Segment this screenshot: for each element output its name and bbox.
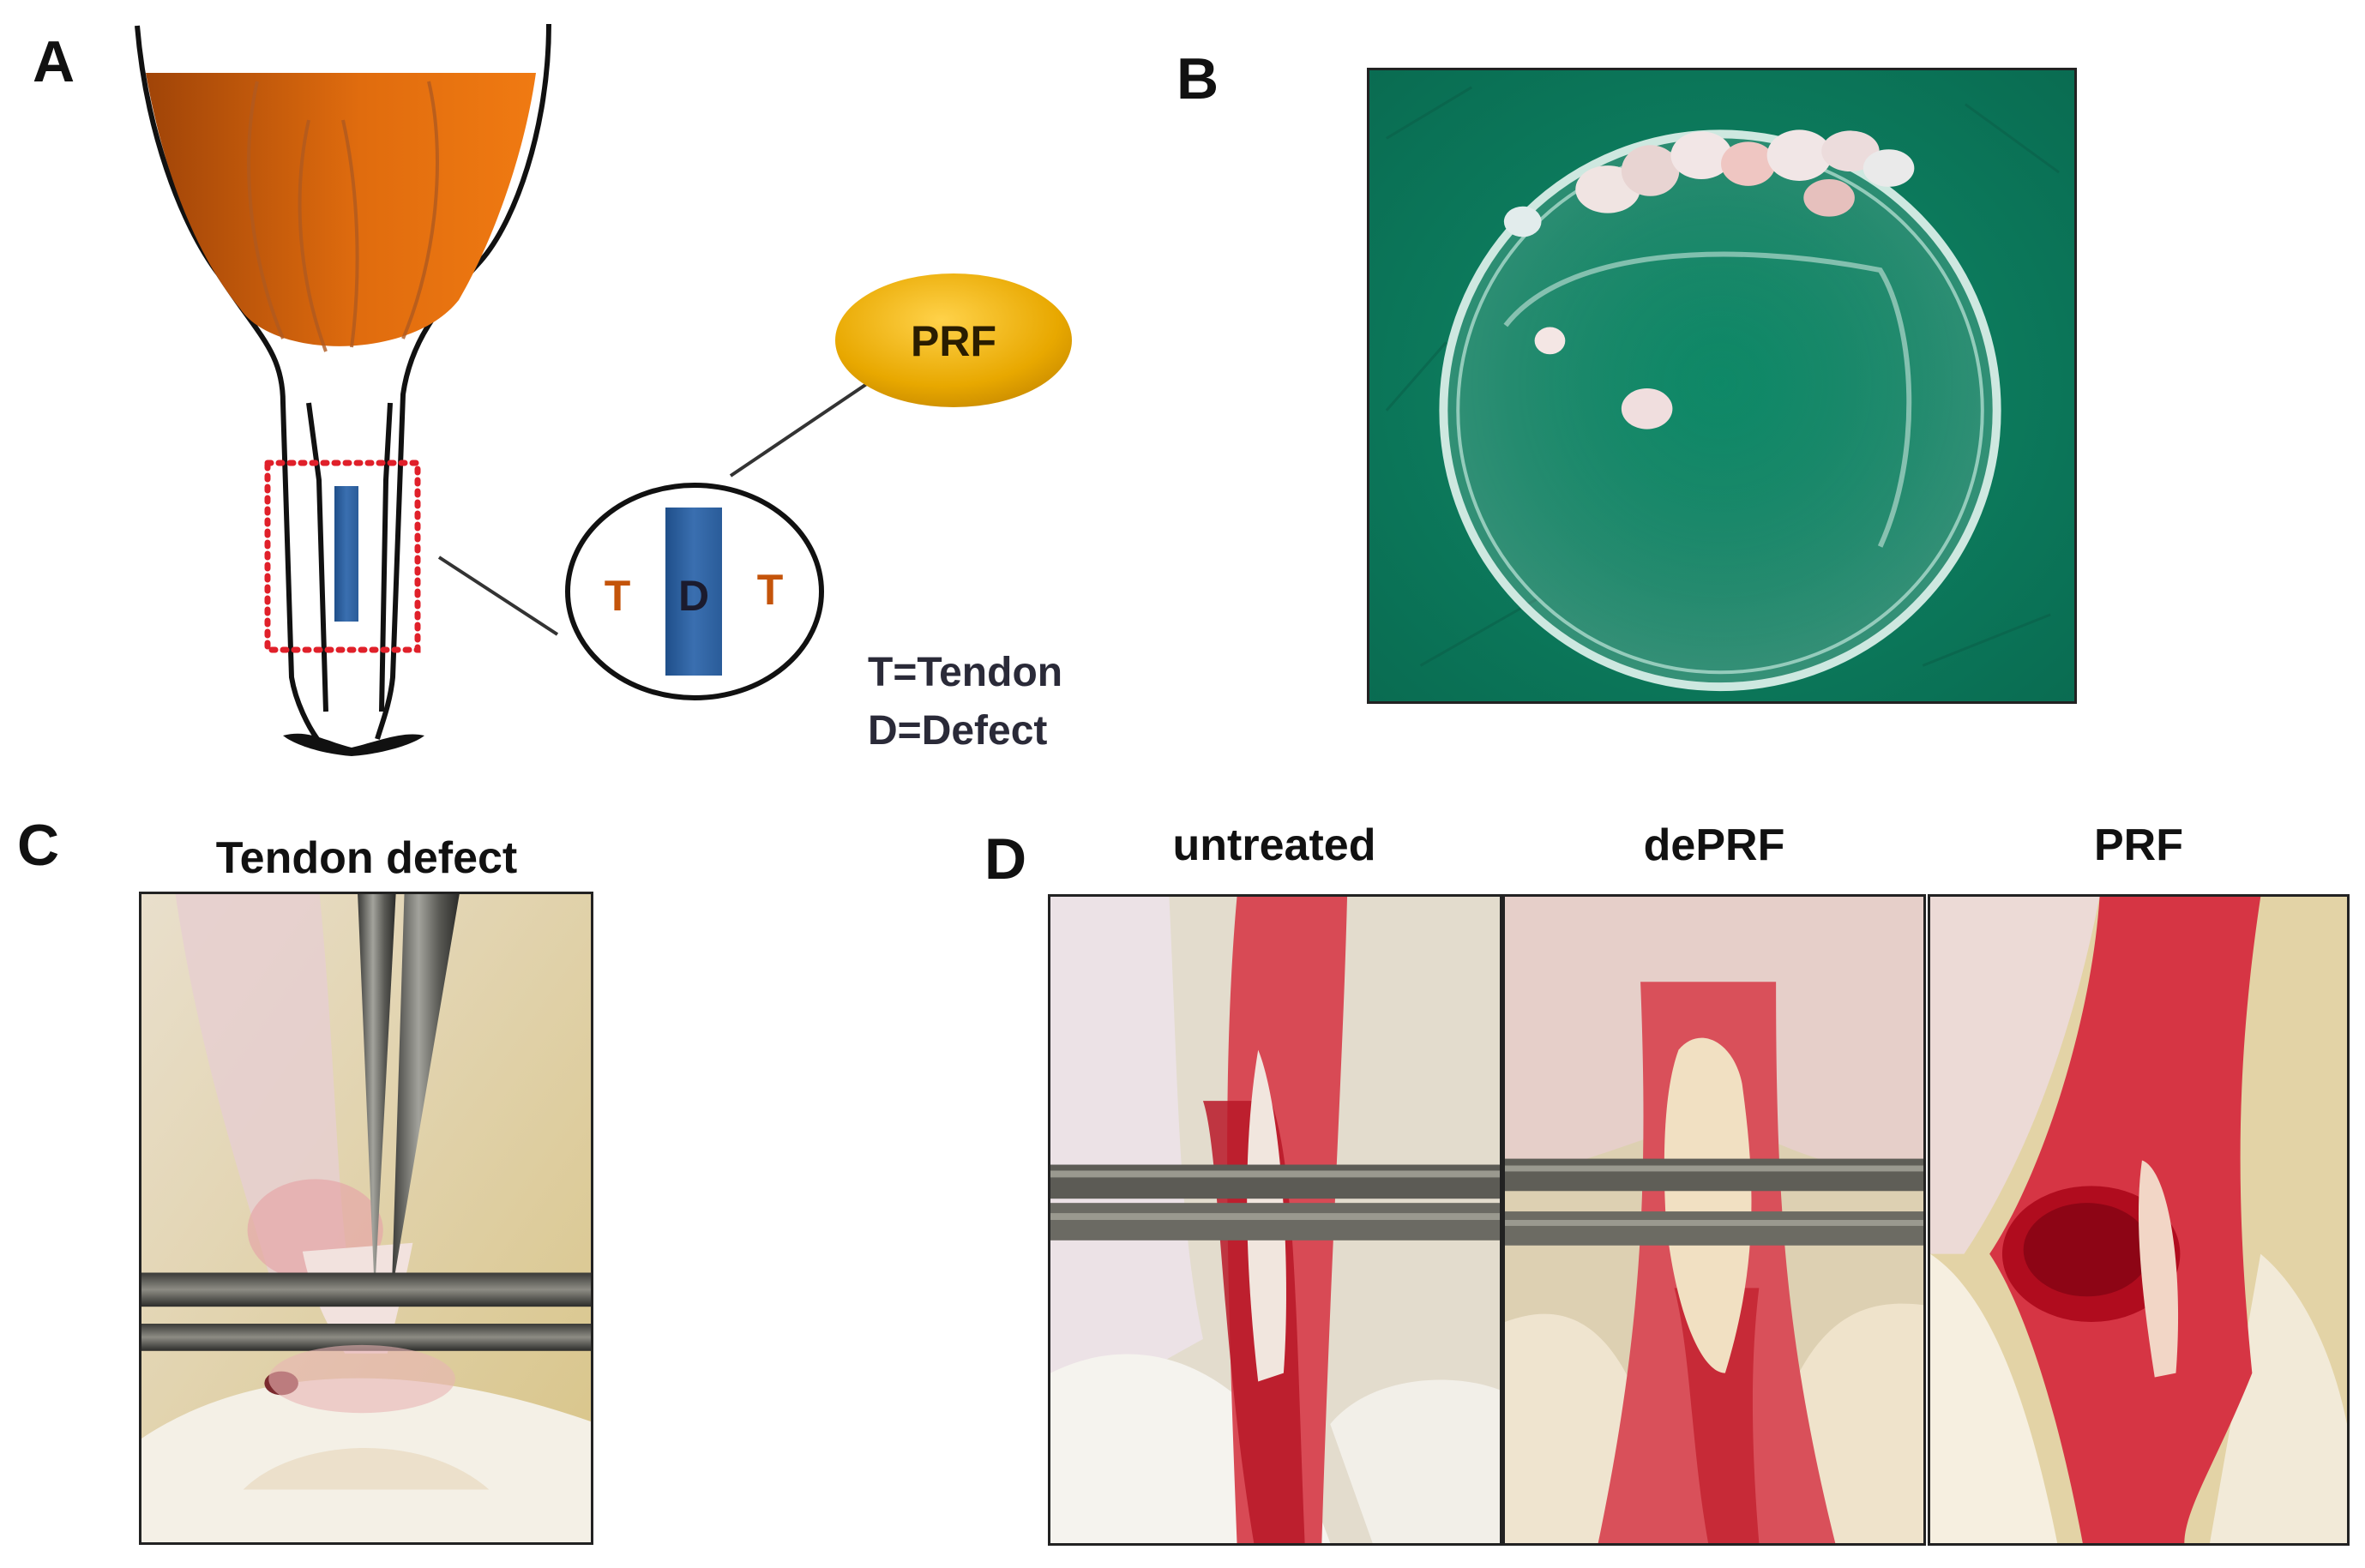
tendon-lines [306, 402, 393, 712]
untreated-photo [1048, 894, 1502, 1546]
tendon-defect-photo [139, 892, 593, 1545]
prf-connector-line [729, 380, 872, 478]
panel-c-letter: C [17, 813, 60, 878]
zoom-label-d: D [678, 572, 709, 620]
zoom-label-t-right: T [757, 566, 784, 614]
prf-ellipse [835, 273, 1072, 407]
caption-deprf: dePRF [1643, 820, 1785, 870]
legend-defect: D=Defect [868, 708, 1047, 754]
deprf-photo [1502, 894, 1926, 1546]
panel-d-letter: D [984, 826, 1027, 892]
zoom-connector-line [437, 556, 559, 636]
panel-b-letter: B [1176, 46, 1219, 111]
zoom-label-t-left: T [605, 572, 631, 620]
dotted-region-box [264, 460, 421, 653]
caption-prf: PRF [2094, 820, 2183, 870]
zoom-defect-bar [665, 508, 722, 676]
heel [283, 733, 424, 756]
prf-fragments [1503, 129, 1915, 430]
petri-dish-photo [1367, 68, 2077, 704]
muscle-fiber-lines [247, 81, 439, 352]
tendon-schematic: T D T PRF T=Tendon D=Defect [135, 23, 1072, 756]
legend-tendon: T=Tendon [868, 650, 1062, 695]
panel-a-letter: A [33, 29, 75, 94]
prf-label: PRF [911, 317, 996, 365]
caption-tendon-defect: Tendon defect [215, 833, 518, 883]
drape-texture [1385, 86, 2061, 667]
prf-photo [1928, 894, 2350, 1546]
defect-bar [334, 486, 358, 622]
calf-muscle [146, 73, 536, 346]
caption-untreated: untreated [1172, 820, 1376, 870]
